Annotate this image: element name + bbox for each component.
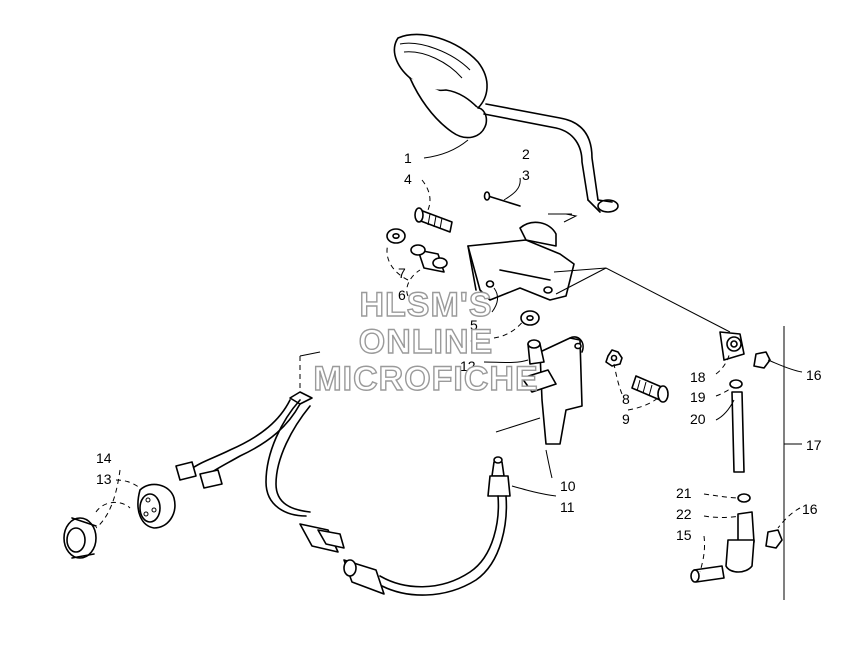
callout-21: 21 (676, 485, 692, 501)
bezel-ring-part (63, 517, 97, 559)
shift-arm-part (521, 336, 584, 445)
bolt-part (414, 207, 453, 233)
washer-part (386, 228, 406, 244)
pin-part (483, 191, 521, 207)
leader-lines (95, 139, 803, 600)
callout-20: 20 (690, 411, 706, 427)
ignition-switch-part (95, 483, 176, 529)
watermark: HLSM'S ONLINE MICROFICHE (313, 285, 539, 398)
watermark-line-3: MICROFICHE (313, 360, 538, 398)
washer-part (520, 310, 540, 326)
callout-19: 19 (690, 389, 706, 405)
bolt-part (631, 375, 669, 403)
watermark-line-2: ONLINE (359, 323, 493, 361)
lock-washer-part (605, 349, 623, 367)
callout-10: 10 (560, 478, 576, 494)
callout-6: 6 (398, 287, 406, 303)
callout-9: 9 (622, 411, 630, 427)
callout-4: 4 (404, 171, 412, 187)
pivot-bracket-part (467, 221, 575, 301)
callout-15: 15 (676, 527, 692, 543)
callout-22: 22 (676, 506, 692, 522)
callout-7: 7 (398, 265, 406, 281)
callout-1: 1 (404, 150, 412, 166)
watermark-line-1: HLSM'S (359, 286, 492, 324)
callout-7: 7 (470, 337, 478, 353)
callout-labels: 1 2 3 4 7 6 5 7 12 8 9 10 11 14 13 18 19… (96, 146, 822, 543)
wiring-harness-part (175, 351, 508, 596)
callout-11: 11 (560, 499, 575, 515)
shift-lever-part (393, 33, 619, 213)
connector-part (487, 456, 511, 497)
callout-17: 17 (806, 437, 822, 453)
callout-2: 2 (522, 146, 530, 162)
callout-16: 16 (806, 367, 822, 383)
callout-12: 12 (460, 358, 476, 374)
callout-16: 16 (802, 501, 818, 517)
callout-5: 5 (470, 317, 478, 333)
linkage-rod-part (690, 331, 783, 583)
callout-13: 13 (96, 471, 112, 487)
bushing-part (410, 244, 448, 273)
callout-3: 3 (522, 167, 530, 183)
callout-8: 8 (622, 391, 630, 407)
callout-18: 18 (690, 369, 706, 385)
switch-part (527, 339, 545, 365)
callout-14: 14 (96, 450, 112, 466)
